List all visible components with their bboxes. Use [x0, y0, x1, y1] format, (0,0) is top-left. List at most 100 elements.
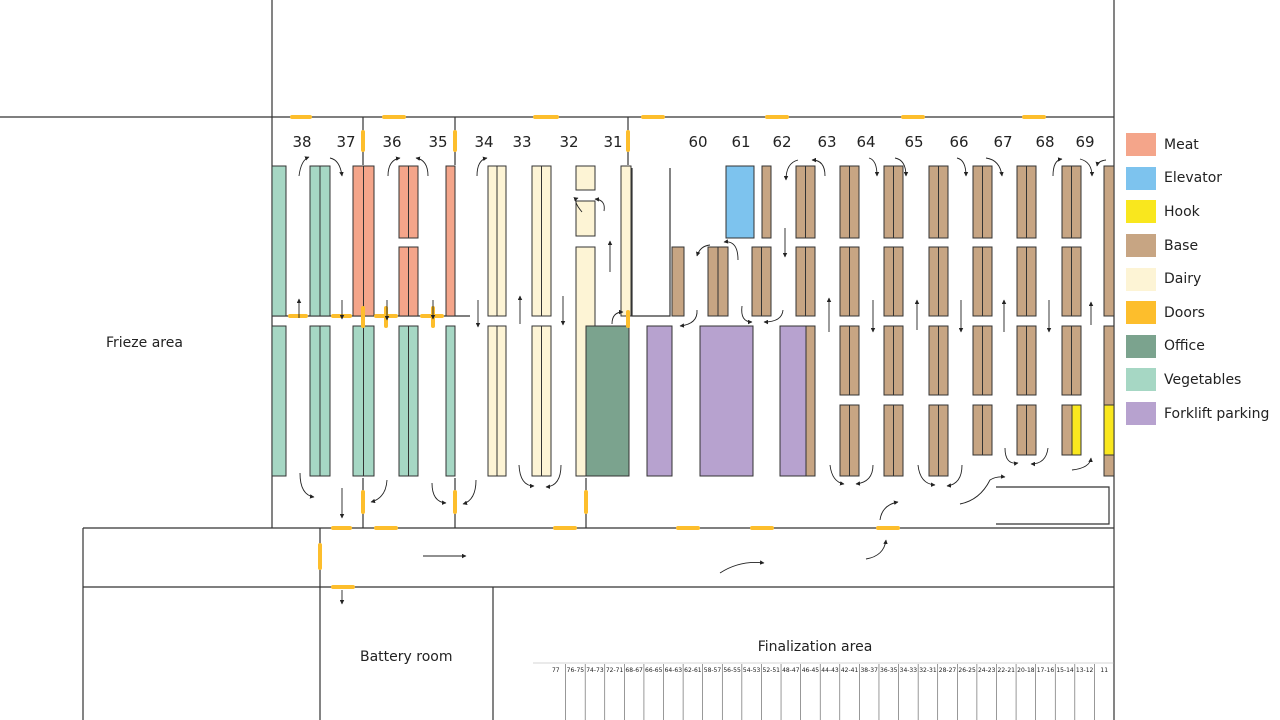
aisle-number: 37: [336, 133, 355, 151]
flow-arrow: [370, 479, 388, 504]
slot-label: 44-43: [821, 667, 839, 674]
slot-label: 68-67: [625, 667, 643, 674]
slot-label: 64-63: [665, 667, 683, 674]
legend-swatch: [1126, 166, 1156, 190]
slot-label: 22-21: [998, 667, 1016, 674]
legend-item-hook: Hook: [1126, 195, 1276, 229]
flow-arrow: [611, 309, 624, 325]
slot-label: 13-12: [1076, 667, 1094, 674]
slot-label: 72-71: [606, 667, 624, 674]
flow-arrow: [1052, 157, 1063, 177]
slot-label: 28-27: [939, 667, 957, 674]
legend-item-vegetables: Vegetables: [1126, 363, 1276, 397]
slot-label: 24-23: [978, 667, 996, 674]
rack-vegetables: [271, 325, 287, 477]
rack-forklift: [646, 325, 673, 477]
rack-elevator: [725, 165, 755, 239]
flow-arrow: [741, 305, 753, 325]
flow-arrow: [696, 244, 711, 257]
legend-label: Base: [1164, 237, 1199, 254]
legend-item-meat: Meat: [1126, 128, 1276, 162]
flow-arrow: [946, 464, 963, 488]
slot-label: 74-73: [586, 667, 604, 674]
aisle-number: 32: [559, 133, 578, 151]
aisle-number: 69: [1075, 133, 1094, 151]
flow-arrow: [573, 197, 583, 213]
slot-label: 48-47: [782, 667, 800, 674]
aisle-number: 36: [382, 133, 401, 151]
legend-swatch: [1126, 402, 1156, 426]
legend: Meat Elevator Hook Base Dairy Doors Offi…: [1126, 128, 1276, 430]
rack-vegetables: [271, 165, 287, 317]
flow-arrow: [985, 157, 1004, 177]
flow-arrow: [763, 309, 784, 325]
flow-arrow: [811, 157, 826, 177]
flow-arrow: [1079, 158, 1095, 177]
legend-label: Office: [1164, 338, 1205, 355]
flow-arrow: [1095, 159, 1107, 167]
slot-label: 20-18: [1017, 667, 1035, 674]
aisle-number: 35: [428, 133, 447, 151]
rack-base: [805, 325, 816, 477]
legend-swatch: [1126, 234, 1156, 258]
flow-arrow: [917, 464, 936, 487]
flow-arrow: [894, 157, 909, 177]
storage-racks: [271, 165, 1115, 477]
flow-arrow: [879, 500, 899, 521]
legend-swatch: [1126, 301, 1156, 325]
rack-base: [671, 246, 685, 317]
flow-arrow: [298, 156, 310, 177]
slot-label: 52-51: [763, 667, 781, 674]
aisle-number: 33: [512, 133, 531, 151]
slot-label: 58-57: [704, 667, 722, 674]
flow-arrow: [783, 159, 799, 181]
slot-label: 46-45: [802, 667, 820, 674]
legend-item-office: Office: [1126, 330, 1276, 364]
flow-arrow: [1030, 447, 1049, 467]
frieze-area-label: Frieze area: [106, 335, 183, 351]
aisle-number: 66: [949, 133, 968, 151]
rack-dairy: [620, 165, 632, 317]
slot-label: 36-35: [880, 667, 898, 674]
legend-label: Elevator: [1164, 170, 1223, 187]
legend-swatch: [1126, 334, 1156, 358]
aisle-number: 65: [904, 133, 923, 151]
aisle-number: 31: [603, 133, 622, 151]
flow-arrow: [431, 482, 447, 505]
slot-label: 42-41: [841, 667, 859, 674]
rack-base: [1103, 325, 1115, 477]
rack-base: [761, 165, 772, 239]
rack-dairy: [575, 165, 596, 191]
legend-label: Hook: [1164, 203, 1200, 220]
legend-swatch: [1126, 200, 1156, 224]
flow-arrow: [1004, 447, 1019, 466]
rack-forklift: [779, 325, 807, 477]
aisle-number: 64: [856, 133, 875, 151]
aisle-numbers: 38 37 36 35 34 33 32 31 60 61 62 63 64 6…: [292, 133, 1094, 151]
flow-arrow: [329, 157, 344, 177]
rack-meat: [445, 165, 456, 317]
legend-item-dairy: Dairy: [1126, 262, 1276, 296]
slot-label: 62-61: [684, 667, 702, 674]
flow-arrow: [415, 156, 429, 177]
legend-label: Forklift parking: [1164, 405, 1270, 422]
rack-base: [1103, 165, 1115, 317]
slot-label: 54-53: [743, 667, 761, 674]
legend-item-base: Base: [1126, 229, 1276, 263]
flow-arrow: [476, 156, 488, 177]
flow-arrow: [829, 464, 845, 486]
slot-label: 15-14: [1056, 667, 1074, 674]
flow-arrow: [594, 197, 605, 212]
flow-arrow: [865, 539, 888, 560]
legend-label: Vegetables: [1164, 371, 1242, 388]
slot-label: 34-33: [900, 667, 918, 674]
slot-label: 77: [552, 667, 560, 674]
flow-arrow: [723, 239, 739, 261]
flow-arrow: [868, 157, 880, 177]
legend-item-forklift-parking: Forklift parking: [1126, 397, 1276, 431]
rack-base: [1061, 404, 1073, 456]
aisle-number: 34: [474, 133, 493, 151]
legend-label: Dairy: [1164, 271, 1202, 288]
flow-arrow: [387, 156, 401, 177]
